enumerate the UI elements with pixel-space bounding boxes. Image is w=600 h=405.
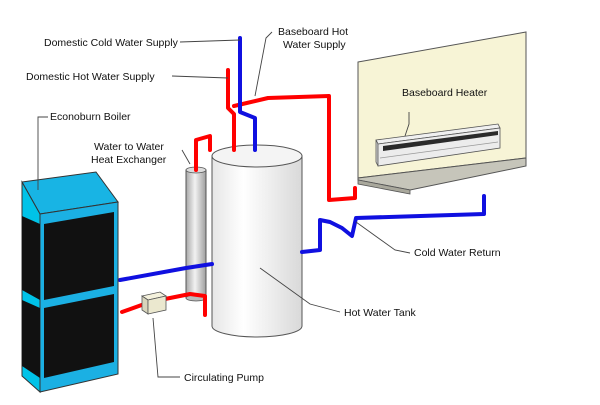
- pump-loop-pipe: [120, 292, 207, 317]
- boiler-return-pipe: [118, 262, 214, 282]
- boiler-to-hx-supply-pipe: [194, 134, 212, 172]
- label-baseboard-hot-water-supply-line1: Baseboard Hot: [278, 26, 348, 38]
- baseboard-wall-section: [357, 31, 527, 195]
- label-baseboard-hot-water-supply-line2: Water Supply: [283, 39, 346, 51]
- heat-exchanger: [185, 166, 207, 302]
- label-cold-water-return: Cold Water Return: [414, 247, 501, 259]
- label-heat-exchanger-line1: Water to Water: [94, 141, 164, 153]
- cold-pipes: [118, 36, 486, 282]
- econoburn-boiler: [21, 171, 119, 394]
- domestic-cold-supply-pipe: [238, 36, 257, 152]
- hot-pipes: [120, 68, 357, 317]
- boiler-door-upper: [44, 212, 114, 300]
- label-heat-exchanger-line2: Heat Exchanger: [91, 154, 167, 166]
- label-baseboard-heater: Baseboard Heater: [402, 87, 488, 99]
- circulating-pump: [140, 291, 168, 315]
- label-circulating-pump: Circulating Pump: [184, 372, 264, 384]
- label-domestic-hot-water-supply: Domestic Hot Water Supply: [26, 71, 155, 83]
- cold-water-return-pipe: [300, 194, 486, 254]
- hot-water-tank: [211, 144, 303, 338]
- labels: Domestic Cold Water Supply Domestic Hot …: [26, 26, 501, 384]
- leader-lines: [37, 31, 411, 378]
- baseboard-heater: [375, 123, 501, 167]
- domestic-hot-supply-pipe: [226, 68, 236, 152]
- boiler-door-lower: [44, 294, 114, 378]
- label-domestic-cold-water-supply: Domestic Cold Water Supply: [44, 37, 179, 49]
- floor-shelf-edge: [357, 179, 411, 195]
- baseboard-hot-supply-pipe: [232, 94, 357, 202]
- label-hot-water-tank: Hot Water Tank: [344, 307, 417, 319]
- label-econoburn-boiler: Econoburn Boiler: [50, 111, 131, 123]
